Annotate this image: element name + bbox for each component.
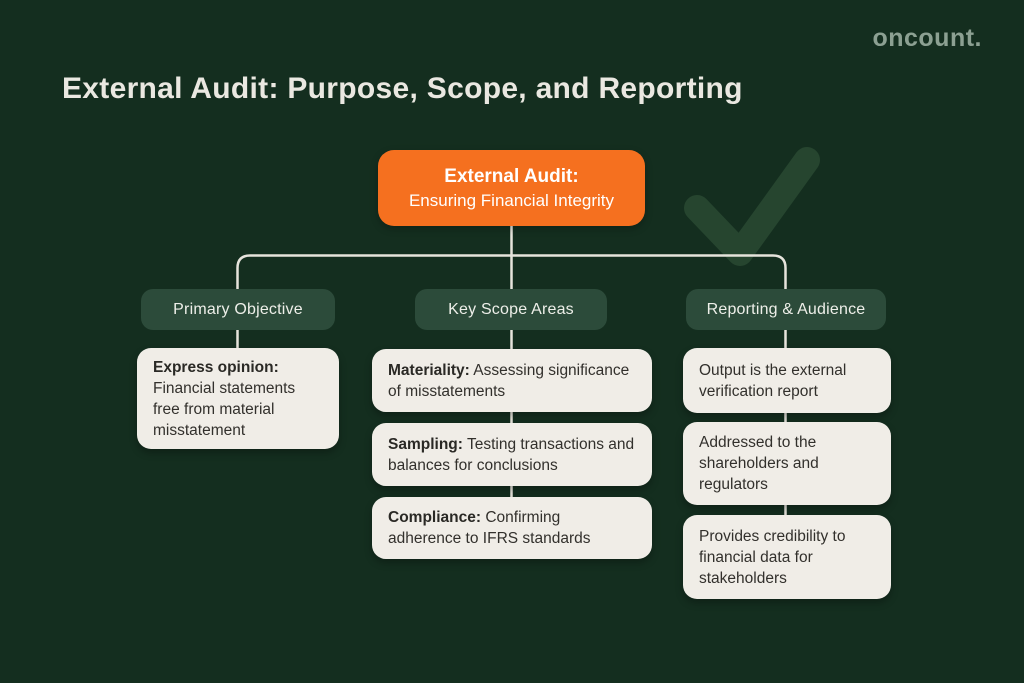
root-node-title: External Audit: — [444, 165, 579, 187]
card-text: Provides credibility to financial data f… — [699, 527, 846, 587]
card-label: Express opinion: — [153, 358, 279, 376]
card-text: Output is the external verification repo… — [699, 361, 847, 400]
info-card-output-report: Output is the external verification repo… — [683, 348, 891, 413]
card-label: Materiality: — [388, 361, 470, 379]
column-header-key-scope-areas: Key Scope Areas — [415, 289, 607, 330]
card-text: Materiality: Assessing significance of m… — [388, 360, 636, 402]
card-body: Testing transactions and balances for co… — [388, 435, 635, 474]
info-card-compliance: Compliance: Confirming adherence to IFRS… — [372, 497, 652, 559]
page-title: External Audit: Purpose, Scope, and Repo… — [62, 72, 743, 105]
card-text: Compliance: Confirming adherence to IFRS… — [388, 507, 636, 549]
info-card-sampling: Sampling: Testing transactions and balan… — [372, 423, 652, 486]
info-card-addressed-to: Addressed to the shareholders and regula… — [683, 422, 891, 505]
root-node: External Audit: Ensuring Financial Integ… — [378, 150, 645, 226]
card-text: Addressed to the shareholders and regula… — [699, 434, 819, 493]
info-card-materiality: Materiality: Assessing significance of m… — [372, 349, 652, 412]
column-header-label: Primary Objective — [173, 300, 303, 318]
column-header-label: Key Scope Areas — [448, 300, 574, 318]
brand-logo: oncount. — [872, 24, 982, 52]
card-label: Sampling: — [388, 435, 463, 453]
info-card-express-opinion: Express opinion: Financial statements fr… — [137, 348, 339, 449]
card-text: Express opinion: Financial statements fr… — [153, 357, 323, 441]
root-node-subtitle: Ensuring Financial Integrity — [408, 190, 615, 210]
card-text: Sampling: Testing transactions and balan… — [388, 434, 636, 476]
info-card-credibility: Provides credibility to financial data f… — [683, 515, 891, 599]
card-label: Compliance: — [388, 509, 482, 526]
card-body: Assessing significance of misstatements — [388, 361, 630, 400]
card-body: Confirming adherence to IFRS standards — [388, 509, 591, 547]
column-header-primary-objective: Primary Objective — [141, 289, 335, 330]
column-header-label: Reporting & Audience — [706, 300, 866, 318]
card-body: Financial statements free from material … — [153, 379, 296, 439]
column-header-reporting-audience: Reporting & Audience — [686, 289, 886, 330]
